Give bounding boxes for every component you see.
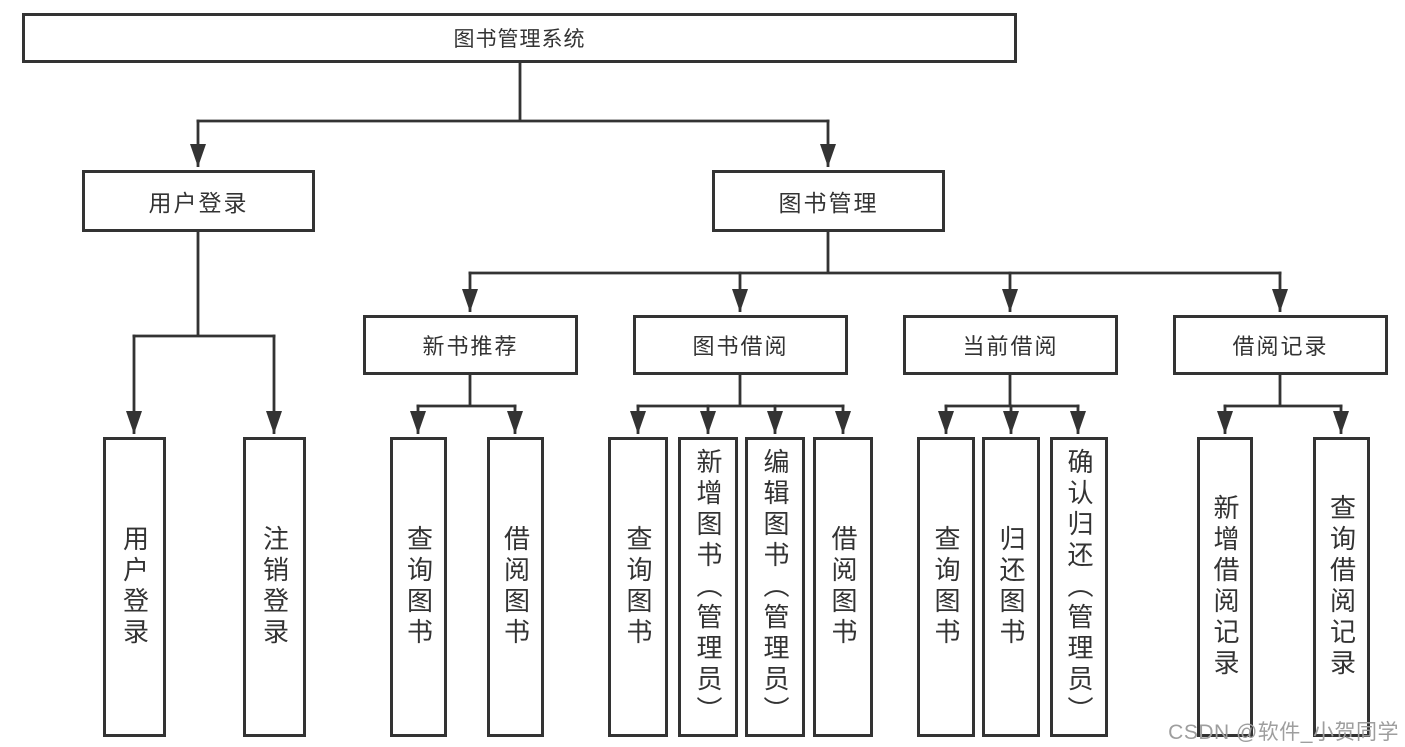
leaf-query-borrow-record: 查询借阅记录 <box>1313 437 1370 737</box>
leaf-add-borrow-record-label: 新增借阅记录 <box>1210 494 1240 680</box>
node-borrowing-records: 借阅记录 <box>1173 315 1388 375</box>
leaf-return-books: 归还图书 <box>982 437 1040 737</box>
leaf-add-borrow-record: 新增借阅记录 <box>1197 437 1253 737</box>
leaf-query-books-current: 查询图书 <box>917 437 975 737</box>
leaf-add-book-admin: 新增图书（管理员） <box>678 437 738 737</box>
leaf-query-books-borrowing-label: 查询图书 <box>623 525 653 649</box>
leaf-user-login: 用户登录 <box>103 437 166 737</box>
leaf-borrow-books-borrowing-label: 借阅图书 <box>828 525 858 649</box>
leaf-query-books-recommend: 查询图书 <box>390 437 447 737</box>
leaf-edit-book-admin: 编辑图书（管理员） <box>745 437 805 737</box>
node-current-borrowing: 当前借阅 <box>903 315 1118 375</box>
leaf-confirm-return-admin-label: 确认归还（管理员） <box>1064 447 1094 727</box>
leaf-logout: 注销登录 <box>243 437 306 737</box>
leaf-query-books-recommend-label: 查询图书 <box>403 525 434 649</box>
leaf-edit-book-admin-label: 编辑图书（管理员） <box>760 447 790 727</box>
leaf-confirm-return-admin: 确认归还（管理员） <box>1050 437 1108 737</box>
node-book-borrowing: 图书借阅 <box>633 315 848 375</box>
node-user-login: 用户登录 <box>82 170 315 232</box>
leaf-borrow-books-recommend-label: 借阅图书 <box>500 525 531 649</box>
csdn-watermark: CSDN @软件_小贺同学 <box>1168 721 1399 744</box>
node-book-management: 图书管理 <box>712 170 945 232</box>
node-new-book-recommend: 新书推荐 <box>363 315 578 375</box>
leaf-return-books-label: 归还图书 <box>996 525 1026 649</box>
leaf-user-login-label: 用户登录 <box>119 525 150 649</box>
leaf-query-borrow-record-label: 查询借阅记录 <box>1326 494 1357 680</box>
leaf-borrow-books-recommend: 借阅图书 <box>487 437 544 737</box>
node-library-management-system: 图书管理系统 <box>22 13 1017 63</box>
leaf-query-books-current-label: 查询图书 <box>931 525 961 649</box>
leaf-borrow-books-borrowing: 借阅图书 <box>813 437 873 737</box>
leaf-logout-label: 注销登录 <box>259 525 290 649</box>
leaf-query-books-borrowing: 查询图书 <box>608 437 668 737</box>
leaf-add-book-admin-label: 新增图书（管理员） <box>693 447 723 727</box>
